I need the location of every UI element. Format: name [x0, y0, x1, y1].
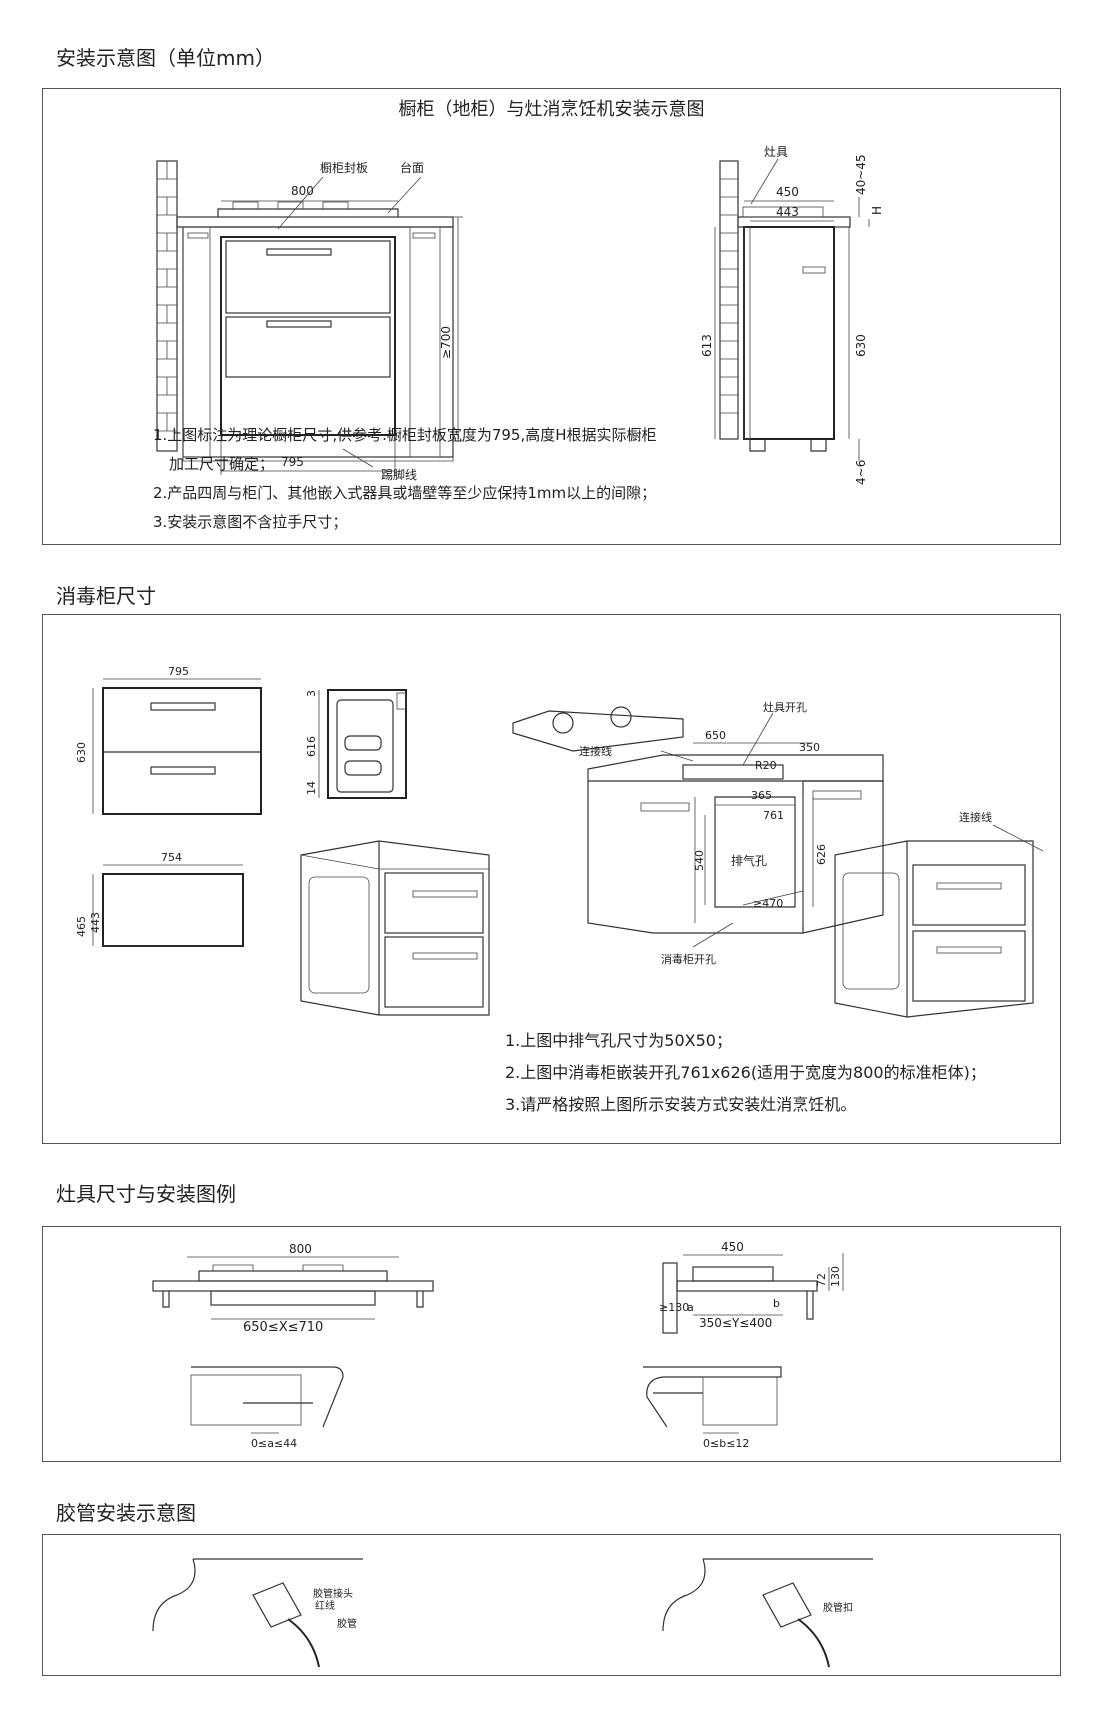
install-diagram: 800 795 橱柜封板 台面 踢脚线 ≥700 灶具 45 — [156, 145, 884, 485]
brick-wall-left — [156, 160, 178, 452]
dim-700: ≥700 — [439, 326, 453, 359]
section-title-cabinet: 消毒柜尺寸 — [56, 584, 156, 608]
label-a: a — [687, 1301, 694, 1314]
dim-761: 761 — [763, 809, 784, 822]
dim-g130: ≥130 — [659, 1301, 689, 1314]
hose-diagram: 胶管接头 红线 胶管 胶管扣 — [152, 1558, 873, 1668]
install-note-3: 3.安装示意图不含拉手尺寸； — [153, 513, 348, 531]
dim-350: 350 — [799, 741, 820, 754]
install-note-1: 1.上图标注为理论橱柜尺寸,供参考.橱柜封板宽度为795,高度H根据实际橱柜 — [153, 426, 657, 444]
dim-r20: R20 — [755, 759, 777, 772]
install-dims-left: 800 795 橱柜封板 台面 踢脚线 ≥700 — [220, 160, 463, 482]
dim-130: 130 — [829, 1266, 842, 1287]
cabinet-box: 795 630 3 616 14 754 465 443 — [42, 614, 1061, 1144]
front-view: 795 630 — [75, 665, 262, 815]
cooktop-iso: 连接线 — [512, 706, 694, 762]
label-joint: 胶管接头 — [313, 1587, 353, 1600]
label-seal-board: 橱柜封板 — [320, 161, 368, 175]
dim-465: 465 — [75, 916, 88, 937]
dim-yrange: 350≤Y≤400 — [699, 1316, 772, 1330]
dim-795: 795 — [281, 455, 304, 469]
dim-613: 613 — [700, 334, 714, 357]
dim-443: 443 — [776, 205, 799, 219]
dim-3: 3 — [305, 690, 318, 697]
section-title-stove: 灶具尺寸与安装图例 — [56, 1182, 236, 1206]
dim-443: 443 — [89, 912, 102, 933]
dim-450: 450 — [776, 185, 799, 199]
stove-section-left: 800 650≤X≤710 — [152, 1242, 434, 1335]
cabinet-body — [176, 201, 454, 468]
dim-630: 630 — [75, 742, 88, 763]
install-box: 橱柜（地柜）与灶消烹饪机安装示意图 — [42, 88, 1061, 545]
cabinet-notes: 1.上图中排气孔尺寸为50X50； 2.上图中消毒柜嵌装开孔761x626(适用… — [505, 1025, 986, 1121]
label-vent: 排气孔 — [731, 853, 767, 868]
install-note-2: 2.产品四周与柜门、其他嵌入式器具或墙壁等至少应保持1mm以上的间隙； — [153, 484, 657, 502]
label-stove: 灶具 — [764, 145, 788, 159]
side-view-small: 3 616 14 — [305, 689, 407, 799]
stove-diagram: 800 650≤X≤710 0≤a≤44 450 72 130 ≥130 a — [152, 1240, 844, 1450]
label-connect: 连接线 — [579, 744, 612, 758]
dim-arange: 0≤a≤44 — [251, 1437, 297, 1450]
side-view: 灶具 450 443 613 630 40~45 H 4~6 — [700, 145, 884, 485]
top-view: 754 465 443 — [75, 851, 244, 947]
dim-754: 754 — [161, 851, 182, 864]
cabinet-note-2: 2.上图中消毒柜嵌装开孔761x626(适用于宽度为800的标准柜体)； — [505, 1063, 986, 1082]
dim-626: 626 — [815, 844, 828, 865]
dim-630: 630 — [854, 334, 868, 357]
stove-section-right: 450 72 130 ≥130 a b 350≤Y≤400 — [659, 1240, 844, 1334]
cabinet-note-3: 3.请严格按照上图所示安装方式安装灶消烹饪机。 — [505, 1095, 857, 1114]
cabinet-note-1: 1.上图中排气孔尺寸为50X50； — [505, 1031, 732, 1050]
dim-40-45: 40~45 — [854, 154, 868, 195]
iso-cabinet-right: 连接线 — [834, 810, 1044, 1018]
hose-left: 胶管接头 红线 胶管 — [152, 1558, 363, 1668]
label-clamp: 胶管扣 — [823, 1601, 853, 1614]
section-title-hose: 胶管安装示意图 — [56, 1501, 196, 1525]
label-stove-hole: 灶具开孔 — [763, 701, 807, 714]
label-hose: 胶管 — [337, 1617, 357, 1630]
dim-450: 450 — [721, 1240, 744, 1254]
label-cab-hole: 消毒柜开孔 — [661, 952, 716, 966]
label-b: b — [773, 1297, 780, 1310]
install-notes: 1.上图标注为理论橱柜尺寸,供参考.橱柜封板宽度为795,高度H根据实际橱柜 加… — [153, 421, 657, 537]
dim-795: 795 — [168, 665, 189, 678]
cabinet-diagram: 795 630 3 616 14 754 465 443 — [75, 665, 1044, 1018]
label-redline: 红线 — [315, 1599, 335, 1612]
wall-detail-left: 0≤a≤44 — [190, 1366, 344, 1450]
dim-800: 800 — [289, 1242, 312, 1256]
dim-650: 650 — [705, 729, 726, 742]
dim-brange: 0≤b≤12 — [703, 1437, 749, 1450]
cabinet-install-iso: 灶具开孔 650 350 R20 365 761 540 排气孔 626 ≥47… — [587, 701, 884, 966]
label-kick: 踢脚线 — [381, 467, 417, 482]
dim-72: 72 — [815, 1273, 828, 1287]
dim-H: H — [870, 206, 884, 215]
stove-box: 800 650≤X≤710 0≤a≤44 450 72 130 ≥130 a — [42, 1226, 1061, 1462]
wall-detail-right: 0≤b≤12 — [643, 1366, 782, 1450]
dim-4-6: 4~6 — [854, 460, 868, 485]
hose-right: 胶管扣 — [662, 1558, 873, 1668]
dim-616: 616 — [305, 736, 318, 757]
hose-box: 胶管接头 红线 胶管 胶管扣 — [42, 1534, 1061, 1676]
dim-800: 800 — [291, 184, 314, 198]
install-note-1b: 加工尺寸确定； — [169, 455, 275, 473]
dim-14: 14 — [305, 781, 318, 795]
section-title-install: 安装示意图（单位mm） — [56, 46, 275, 70]
dim-xrange: 650≤X≤710 — [243, 1320, 323, 1335]
iso-cabinet — [300, 840, 490, 1016]
dim-540: 540 — [693, 850, 706, 871]
install-diagram-title: 橱柜（地柜）与灶消烹饪机安装示意图 — [398, 99, 705, 120]
dim-470: ≥470 — [753, 897, 783, 910]
dim-365: 365 — [751, 789, 772, 802]
label-connect2: 连接线 — [959, 810, 992, 824]
label-countertop: 台面 — [400, 160, 424, 175]
